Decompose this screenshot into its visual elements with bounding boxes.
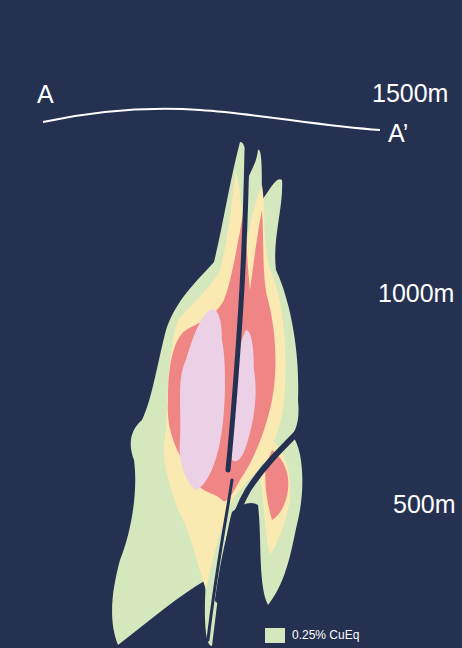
elevation-label: 500m: [393, 492, 456, 517]
ore-zone-red: [168, 210, 276, 501]
section-end: A’: [388, 121, 408, 146]
ore-zone-pink: [180, 309, 225, 490]
ore-shell-green: [112, 142, 302, 646]
elevation-label: 1500m: [372, 81, 448, 106]
section-line: [43, 109, 380, 130]
legend-text: 0.25% CuEq: [292, 629, 359, 641]
legend-swatch: [265, 628, 285, 643]
fault-gap: [228, 150, 247, 470]
fault-gap: [218, 432, 298, 600]
elevation-label: 1000m: [378, 281, 454, 306]
fault-gap: [208, 480, 232, 640]
section-end: A: [37, 82, 54, 107]
